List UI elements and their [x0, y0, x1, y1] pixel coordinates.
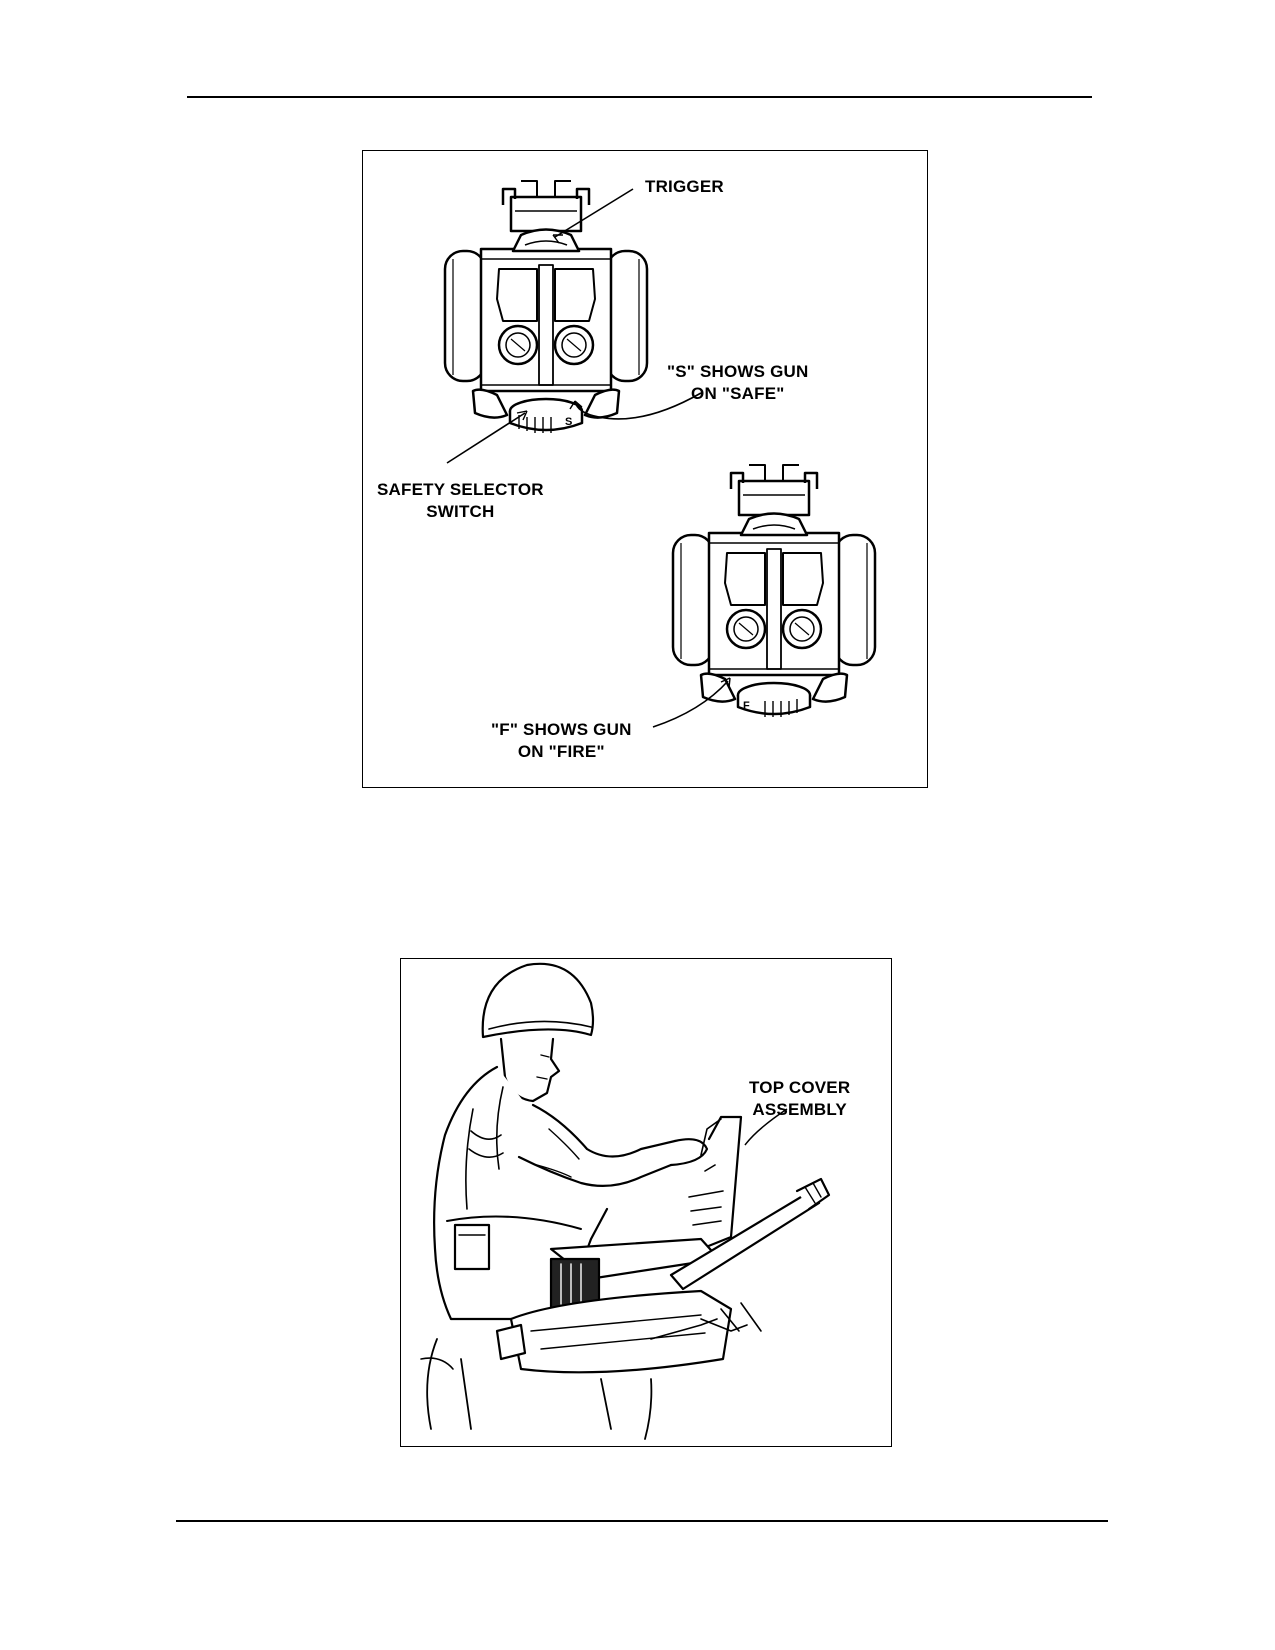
safety-selector-illustration: S — [443, 180, 877, 728]
safe-label-line-2: ON "SAFE" — [691, 384, 785, 403]
soldier-top-cover-illustration — [420, 962, 831, 1440]
trigger-label: TRIGGER — [645, 177, 724, 196]
selector-label-line-2: SWITCH — [426, 502, 495, 521]
svg-text:F: F — [743, 700, 750, 712]
grip-assembly-fire: F — [671, 464, 877, 717]
selector-callout: SAFETY SELECTOR SWITCH — [377, 479, 544, 523]
safe-label-line-1: "S" SHOWS GUN — [667, 362, 809, 381]
top-cover-figure: TOP COVER ASSEMBLY — [400, 958, 892, 1447]
helmet — [481, 962, 595, 1039]
fire-label-line-2: ON "FIRE" — [517, 742, 605, 761]
safe-callout: "S" SHOWS GUN ON "SAFE" — [667, 361, 809, 405]
safety-selector-figure: S — [362, 150, 928, 788]
grip-assembly-safe: S — [443, 180, 649, 433]
svg-text:S: S — [565, 416, 572, 428]
fire-label-line-1: "F" SHOWS GUN — [491, 720, 632, 739]
top-cover-callout: TOP COVER ASSEMBLY — [749, 1077, 850, 1121]
trigger-callout: TRIGGER — [645, 176, 724, 198]
top-cover-label-line-2: ASSEMBLY — [752, 1100, 847, 1119]
top-cover — [699, 1115, 743, 1251]
top-cover-label-line-1: TOP COVER — [749, 1078, 851, 1097]
fire-callout: "F" SHOWS GUN ON "FIRE" — [491, 719, 632, 763]
footer-rule — [176, 1520, 1108, 1522]
header-rule — [187, 96, 1092, 98]
selector-label-line-1: SAFETY SELECTOR — [377, 480, 544, 499]
